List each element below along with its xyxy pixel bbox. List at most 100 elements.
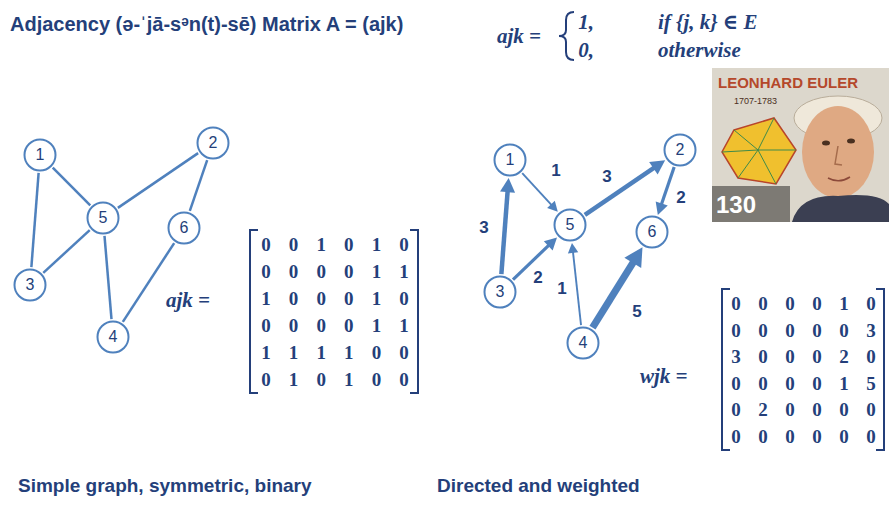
matrix-cell: 0	[344, 289, 354, 308]
graph-vertex: 3	[483, 275, 517, 309]
matrix-cell: 0	[399, 370, 409, 389]
graph-vertex: 4	[96, 320, 130, 354]
matrix-cell: 0	[866, 426, 876, 445]
matrix-cell: 1	[344, 370, 354, 389]
matrix-cell: 0	[758, 294, 768, 313]
matrix-cell: 1	[261, 289, 271, 308]
matrix-cell: 1	[289, 343, 299, 362]
matrix-cell: 0	[758, 426, 768, 445]
matrix-cell: 1	[344, 343, 354, 362]
graph-edge	[105, 236, 112, 319]
matrix-cell: 0	[758, 320, 768, 339]
stamp-text: LEONHARD EULER	[718, 75, 858, 90]
vertex-circle	[198, 128, 229, 159]
graph-vertex: 3	[13, 268, 47, 302]
edge-line	[118, 153, 198, 208]
matrix-cell: 1	[839, 373, 849, 392]
matrix-cell: 0	[785, 400, 795, 419]
edge-weight: 3	[477, 219, 490, 236]
graph-edge	[656, 167, 674, 215]
vertex-number: 1	[36, 147, 45, 163]
matrix-cell: 0	[372, 343, 382, 362]
matrix-cell: 3	[866, 320, 876, 339]
matrix-cell: 0	[399, 343, 409, 362]
matrix-cell: 0	[785, 294, 795, 313]
matrix-cell: 0	[289, 262, 299, 281]
vertex-circle	[98, 322, 129, 353]
formula-text: ajk =	[497, 26, 541, 47]
vertex-circle	[637, 217, 668, 248]
matrix-cell: 0	[812, 426, 822, 445]
edge-weight: 3	[600, 168, 613, 185]
vertex-number: 4	[109, 329, 118, 345]
matrix-cell: 0	[344, 235, 354, 254]
vertex-number: 4	[579, 335, 588, 351]
formula-text: if {j, k} ∈ E	[658, 12, 758, 33]
vertex-circle	[555, 210, 586, 241]
arrow-head	[544, 237, 557, 250]
matrix-cell: 1	[261, 343, 271, 362]
graph-vertex: 6	[167, 211, 201, 245]
vertex-number: 3	[26, 277, 35, 293]
graph-vertex: 2	[196, 126, 230, 160]
matrix-name: ajk =	[166, 290, 210, 311]
matrix-cell: 1	[399, 316, 409, 335]
graph-edge	[53, 168, 91, 206]
matrix-cell: 0	[785, 320, 795, 339]
page-title: Adjacency (ə-ˈjā-sᵊn(t)-sē) Matrix A = (…	[10, 14, 403, 34]
matrix-cell: 0	[261, 316, 271, 335]
matrix-cell: 0	[399, 235, 409, 254]
matrix-cell: 0	[731, 400, 741, 419]
vertex-circle	[665, 135, 696, 166]
matrix-cell: 0	[289, 289, 299, 308]
stamp-text: 1707-1783	[734, 97, 777, 106]
mouth	[828, 177, 850, 181]
euler-stamp	[712, 68, 889, 222]
matrix-cell: 0	[785, 347, 795, 366]
vertex-circle	[25, 140, 56, 171]
graph-vertex: 4	[566, 326, 600, 360]
matrix-cell: 2	[839, 347, 849, 366]
matrix-cell: 0	[812, 294, 822, 313]
nose	[835, 146, 842, 165]
matrix-cell: 0	[289, 316, 299, 335]
vertex-number: 6	[180, 220, 189, 236]
graph-edge	[190, 160, 207, 211]
matrix-bracket	[722, 289, 730, 450]
matrix-cell: 0	[261, 235, 271, 254]
graph-edge	[118, 153, 198, 208]
matrix-cell: 5	[866, 373, 876, 392]
edge-line	[31, 173, 38, 267]
matrix-cell: 1	[399, 262, 409, 281]
graph-edge	[585, 160, 665, 215]
eye	[847, 139, 855, 144]
formula-text: 0,	[578, 40, 594, 61]
vertex-number: 5	[566, 217, 575, 233]
edge-line	[501, 189, 507, 274]
matrix-cell: 1	[316, 235, 326, 254]
arrow-head	[500, 178, 515, 193]
edge-line	[190, 160, 207, 211]
arrow-head	[649, 160, 665, 174]
matrix-cell: 0	[316, 316, 326, 335]
matrix-cell: 0	[731, 426, 741, 445]
matrix-name: wjk =	[640, 366, 688, 387]
formula-text: 1,	[578, 12, 594, 33]
matrix-bracket	[876, 289, 884, 450]
graph-edge	[568, 243, 581, 325]
matrix-cell: 1	[372, 289, 382, 308]
matrix-cell: 0	[344, 262, 354, 281]
edge-weight: 1	[549, 162, 562, 179]
matrix-cell: 0	[261, 262, 271, 281]
panel-caption: Simple graph, symmetric, binary	[18, 476, 312, 495]
matrix-cell: 0	[758, 347, 768, 366]
matrix-cell: 0	[839, 320, 849, 339]
vertex-circle	[88, 203, 119, 234]
edge-weight: 5	[630, 303, 643, 320]
matrix-cell: 0	[344, 316, 354, 335]
graph-vertex: 2	[663, 133, 697, 167]
vertex-circle	[568, 328, 599, 359]
stamp-text: 130	[716, 193, 756, 217]
matrix-cell: 0	[839, 400, 849, 419]
